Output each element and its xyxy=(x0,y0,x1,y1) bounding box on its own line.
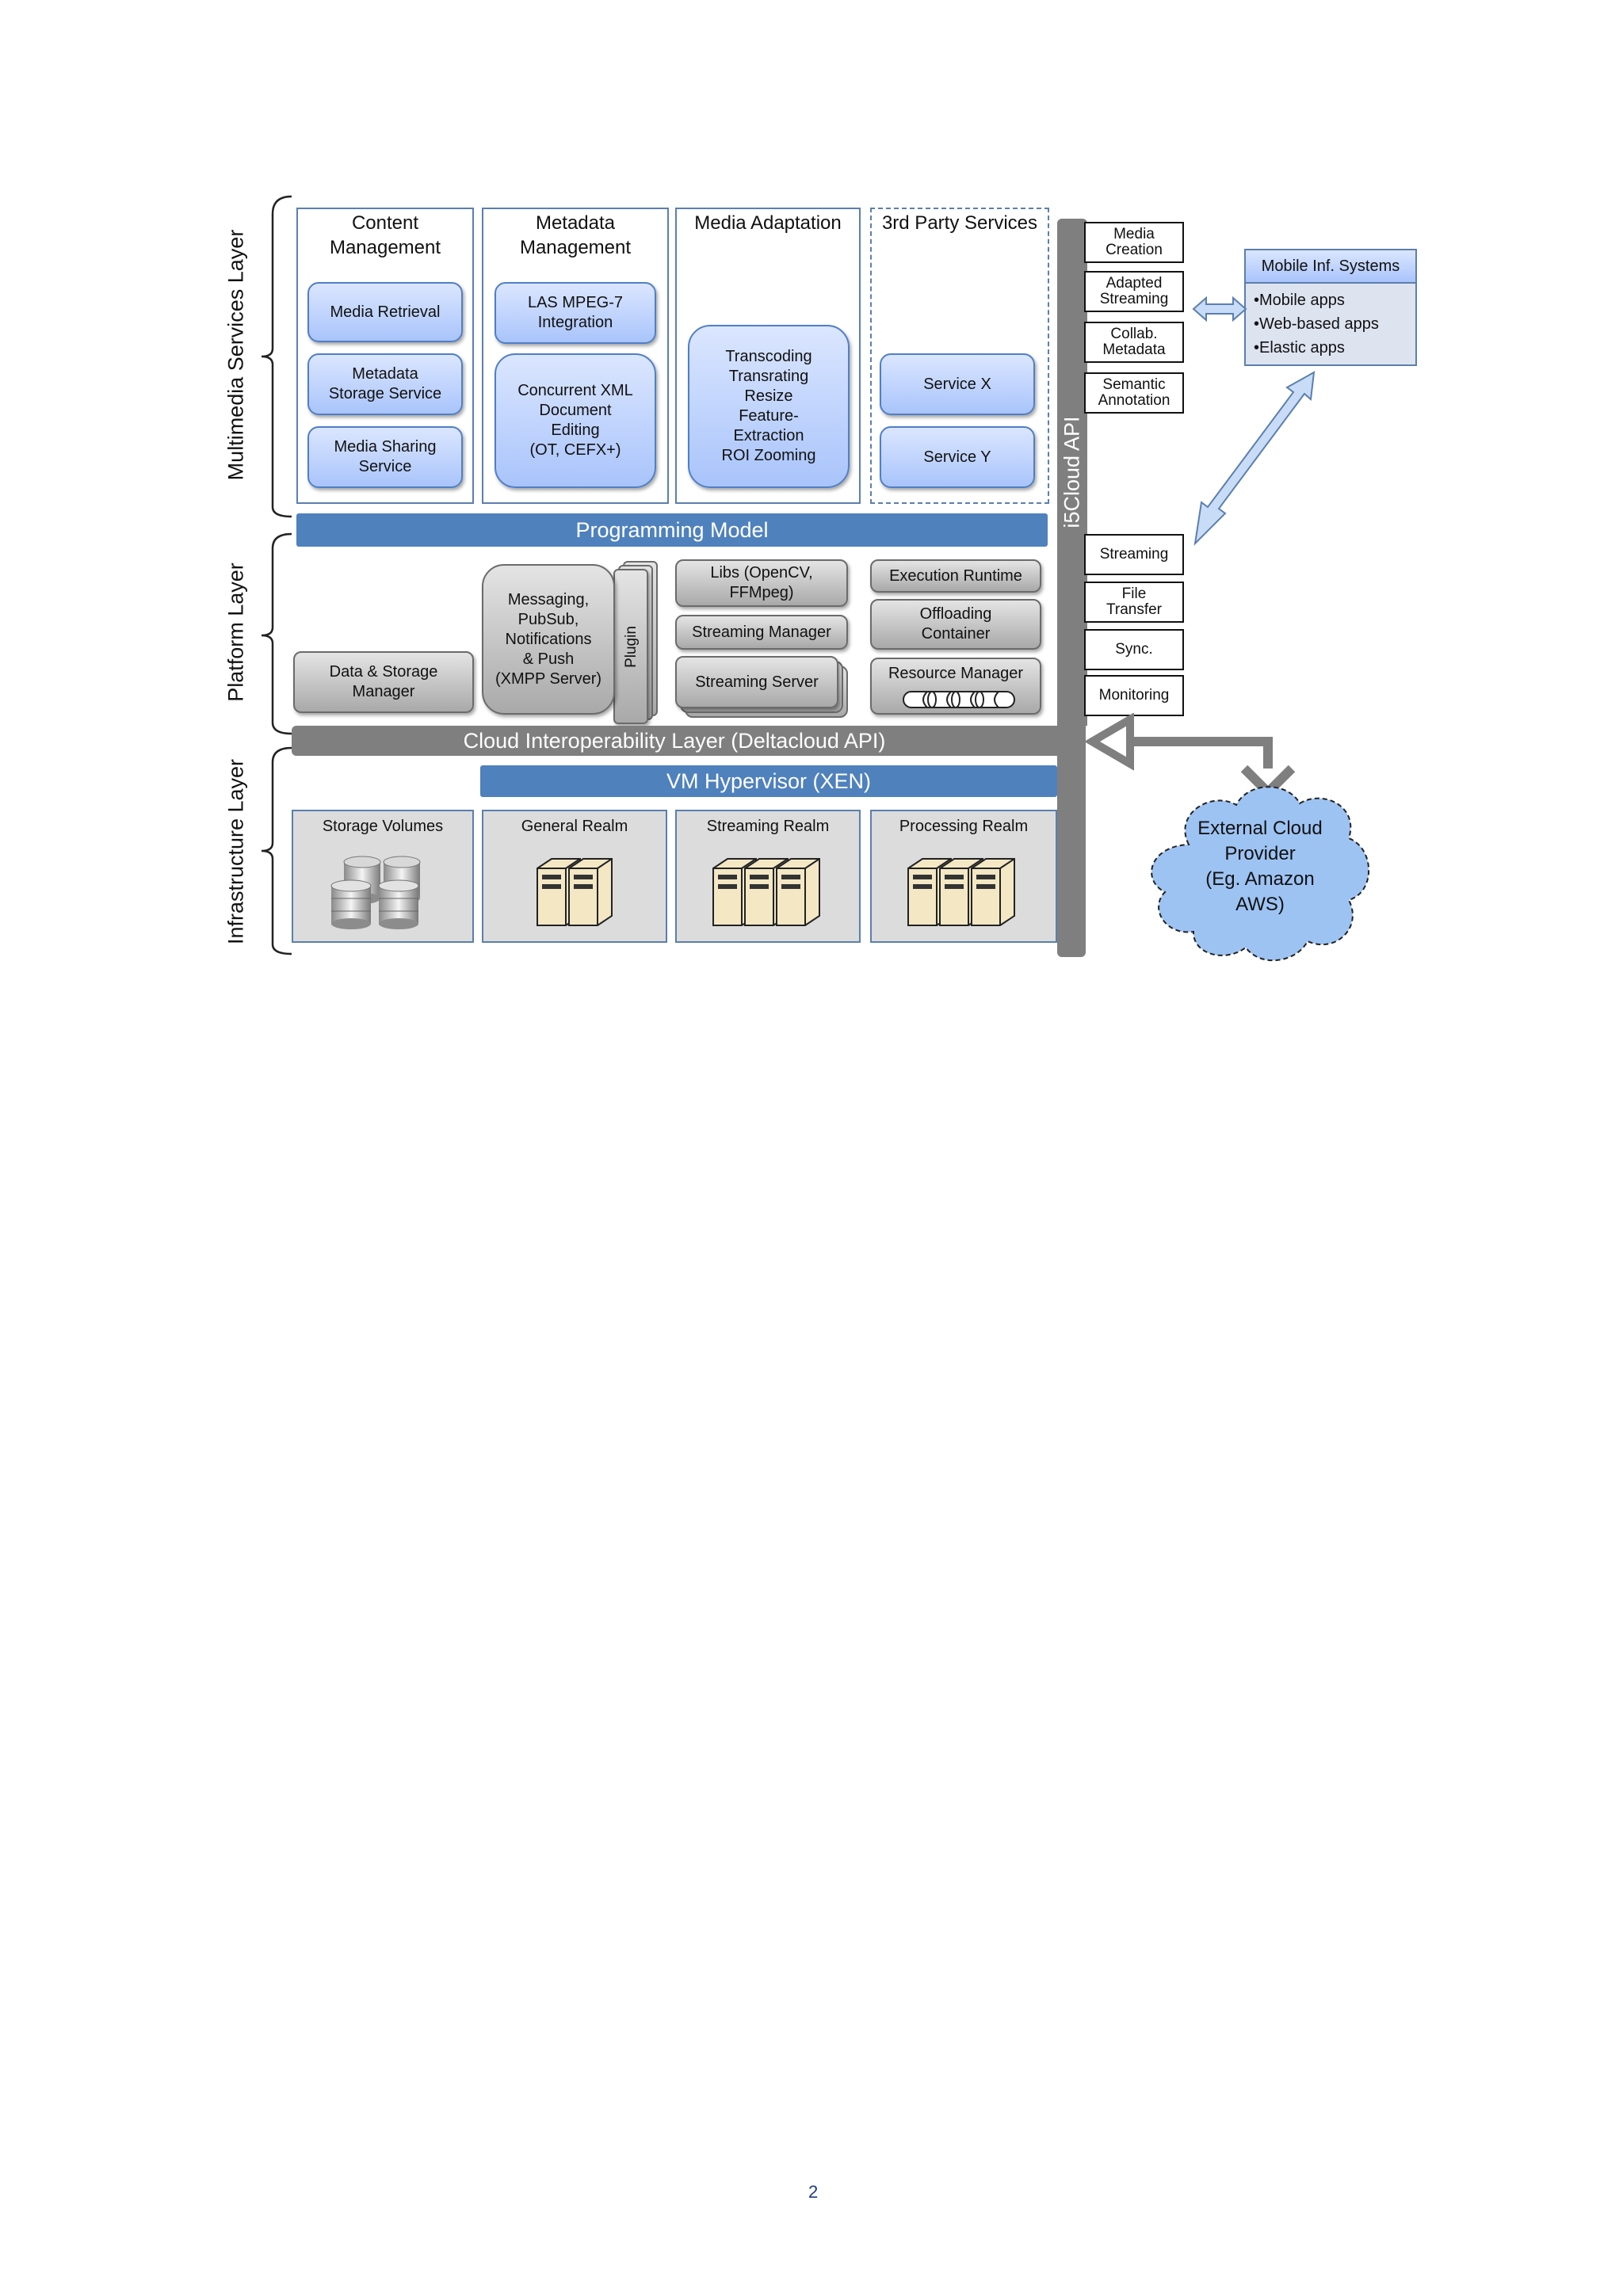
programming-model-bar: Programming Model xyxy=(296,513,1048,547)
layer-braces xyxy=(261,195,292,955)
database-cylinder-front-left xyxy=(330,879,372,929)
cloud-interoperability-bar: Cloud Interoperability Layer (Deltacloud… xyxy=(292,726,1057,756)
general-realm: General Realm xyxy=(482,810,667,943)
streaming-realm-title: Streaming Realm xyxy=(706,818,830,835)
left-arrow-head-icon xyxy=(1086,713,1134,771)
concurrent-xml-editing-box[interactable]: Concurrent XML Document Editing (OT, CEF… xyxy=(495,353,656,488)
mobile-item: •Web-based apps xyxy=(1254,315,1379,333)
las-mpeg7-integration-box[interactable]: LAS MPEG-7 Integration xyxy=(495,282,656,344)
mobile-inf-systems-list: •Mobile apps •Web-based apps •Elastic ap… xyxy=(1254,288,1379,360)
semantic-annotation-api-box[interactable]: Semantic Annotation xyxy=(1084,372,1184,414)
resource-queue-icon xyxy=(903,691,1015,708)
vm-hypervisor-bar: VM Hypervisor (XEN) xyxy=(480,765,1057,797)
metadata-storage-service-box[interactable]: Metadata Storage Service xyxy=(307,353,463,415)
plugin-box[interactable]: Plugin xyxy=(613,569,648,724)
plugin-label: Plugin xyxy=(622,625,640,668)
database-cylinder-front-right xyxy=(378,879,419,929)
storage-volumes-title: Storage Volumes xyxy=(322,818,444,835)
data-storage-manager-box[interactable]: Data & Storage Manager xyxy=(293,651,474,713)
adapted-streaming-api-box[interactable]: Adapted Streaming xyxy=(1084,271,1184,312)
mobile-inf-systems-title: Mobile Inf. Systems xyxy=(1246,250,1415,284)
server-tower-3 xyxy=(971,858,1015,926)
streaming-server-box[interactable]: Streaming Server xyxy=(675,656,838,708)
processing-realm-title: Processing Realm xyxy=(899,818,1029,835)
platform-brace xyxy=(261,532,292,735)
infrastructure-layer-label: Infrastructure Layer xyxy=(223,758,248,945)
i5cloud-api-label: i5Cloud API xyxy=(1060,416,1084,528)
media-creation-api-box[interactable]: Media Creation xyxy=(1084,222,1184,263)
service-y-box[interactable]: Service Y xyxy=(880,426,1035,488)
platform-layer-label: Platform Layer xyxy=(223,563,248,702)
content-management-title: Content Management xyxy=(329,212,441,258)
mobile-item: •Elastic apps xyxy=(1254,339,1345,357)
server-icon xyxy=(537,858,613,926)
general-realm-title: General Realm xyxy=(521,818,628,835)
messaging-box[interactable]: Messaging, PubSub, Notifications & Push … xyxy=(482,564,615,715)
file-transfer-api-box[interactable]: File Transfer xyxy=(1084,582,1184,623)
external-cloud-label: External Cloud Provider (Eg. Amazon AWS) xyxy=(1197,818,1323,915)
database-icon xyxy=(330,856,421,929)
page-number: 2 xyxy=(808,2182,819,2202)
server-tower-3 xyxy=(776,858,820,926)
mobile-item: •Mobile apps xyxy=(1254,292,1345,309)
server-tower-2 xyxy=(568,858,613,926)
offloading-container-box[interactable]: Offloading Container xyxy=(870,599,1041,650)
multimedia-brace xyxy=(261,195,292,518)
cloud-interop-vertical-bar xyxy=(1057,726,1086,957)
multimedia-services-layer-label: Multimedia Services Layer xyxy=(223,229,248,481)
service-x-box[interactable]: Service X xyxy=(880,353,1035,415)
diagonal-double-arrow-icon xyxy=(1193,371,1316,546)
media-retrieval-box[interactable]: Media Retrieval xyxy=(307,282,463,342)
resource-manager-label: Resource Manager xyxy=(888,665,1024,682)
media-adaptation-title: Media Adaptation xyxy=(694,212,842,234)
external-cloud-icon xyxy=(1151,786,1370,962)
libs-box[interactable]: Libs (OpenCV, FFMpeg) xyxy=(675,559,848,607)
mobile-inf-systems-box[interactable]: Mobile Inf. Systems •Mobile apps •Web-ba… xyxy=(1244,249,1417,366)
cloud-arrow-line xyxy=(1133,737,1273,769)
third-party-services-title: 3rd Party Services xyxy=(881,212,1038,234)
streaming-manager-box[interactable]: Streaming Manager xyxy=(675,615,848,650)
infrastructure-brace xyxy=(261,746,292,955)
transcoding-box[interactable]: Transcoding Transrating Resize Feature- … xyxy=(688,325,850,488)
horizontal-double-arrow-icon xyxy=(1192,296,1247,322)
execution-runtime-box[interactable]: Execution Runtime xyxy=(870,559,1041,593)
sync-api-box[interactable]: Sync. xyxy=(1084,629,1184,670)
media-sharing-service-box[interactable]: Media Sharing Service xyxy=(307,426,463,488)
monitoring-api-box[interactable]: Monitoring xyxy=(1084,675,1184,716)
collab-metadata-api-box[interactable]: Collab. Metadata xyxy=(1084,322,1184,363)
i5cloud-api-bar: i5Cloud API xyxy=(1057,219,1087,726)
metadata-management-title: Metadata Management xyxy=(519,212,632,258)
processing-realm: Processing Realm xyxy=(870,810,1057,943)
streaming-api-box[interactable]: Streaming xyxy=(1084,534,1184,575)
server-icon xyxy=(712,858,820,926)
server-icon xyxy=(907,858,1015,926)
streaming-realm: Streaming Realm xyxy=(675,810,861,943)
storage-volumes-realm: Storage Volumes xyxy=(292,810,474,943)
